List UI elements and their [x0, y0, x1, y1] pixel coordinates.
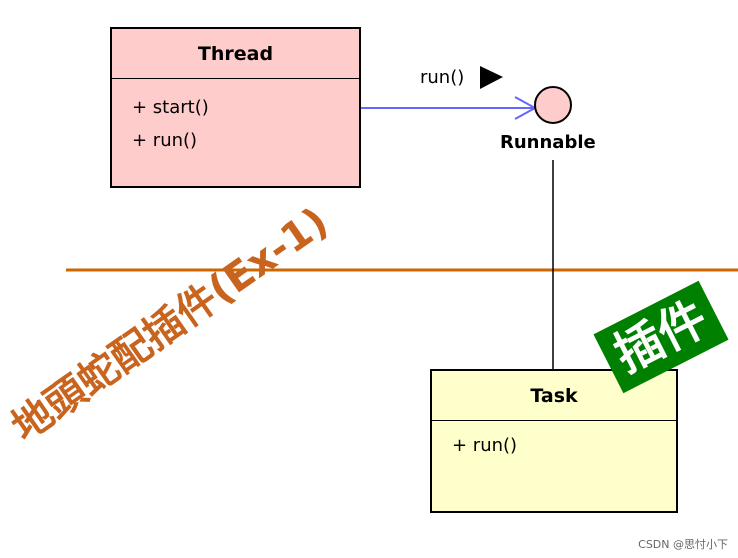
task-class-box[interactable]: Task + run() [430, 369, 678, 513]
task-op-run: + run() [452, 435, 518, 456]
thread-class-box[interactable]: Thread + start() + run() [110, 27, 361, 188]
credit-text: CSDN @思忖小下 [638, 538, 728, 551]
interface-name: Runnable [500, 132, 596, 153]
thread-op-run: + run() [132, 130, 198, 151]
message-direction-icon [480, 66, 503, 89]
interface-circle [534, 86, 572, 124]
thread-class-name: Thread [112, 29, 359, 79]
thread-class-operations: + start() + run() [112, 79, 359, 157]
message-label: run() [420, 67, 465, 88]
task-class-operations: + run() [432, 421, 676, 462]
task-class-name: Task [432, 371, 676, 421]
thread-op-start: + start() [132, 97, 209, 118]
